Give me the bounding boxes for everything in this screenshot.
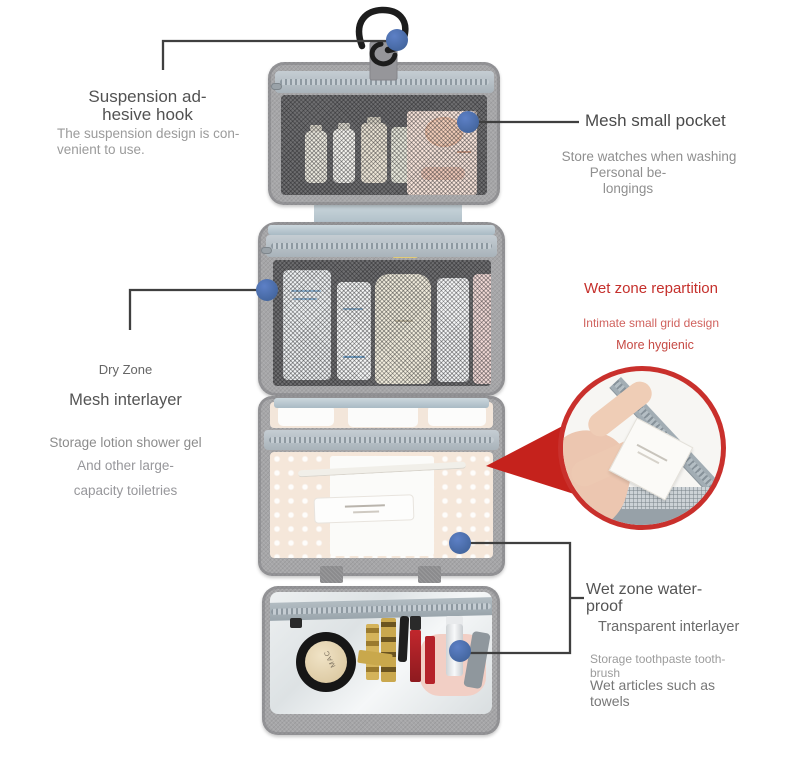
callout-line-dry-zone xyxy=(128,288,267,330)
annotation-mesh-pocket-title: Mesh small pocket xyxy=(585,111,726,130)
cosmetic-pack-bar xyxy=(421,167,465,180)
annotation-title-line: proof xyxy=(586,598,623,616)
bottle-label-print xyxy=(291,290,321,292)
small-bottle xyxy=(333,129,355,183)
annotation-suspension-hook: Suspension ad- hesive hook xyxy=(45,87,250,125)
bottle-label-print xyxy=(293,298,317,300)
red-lipstick xyxy=(410,630,421,682)
pack-print xyxy=(457,151,471,153)
annotation-waterproof-sub: Transparent interlayer xyxy=(598,619,740,635)
shampoo-bottle xyxy=(375,274,431,384)
rolled-towel xyxy=(428,405,486,426)
annotation-wet-repartition-sub1: Intimate small grid design xyxy=(582,316,720,330)
gold-lipstick xyxy=(381,618,396,682)
annotation-dry-zone-title: Mesh interlayer xyxy=(69,391,182,409)
annotation-waterproof-title: Wet zone water- proof xyxy=(586,581,702,615)
annotation-dry-zone-desc2: And other large- xyxy=(77,458,174,473)
bag-section-dry-zone xyxy=(258,222,505,396)
powder-compact-pan: MAC xyxy=(305,641,347,683)
annotation-desc-line: Storage toothpaste tooth- xyxy=(590,652,726,666)
zipper-wet-interlayer xyxy=(264,430,499,450)
toothpaste-tube xyxy=(313,494,415,524)
annotation-title-line: Wet zone water- xyxy=(586,581,703,598)
zipper-pull-icon xyxy=(271,83,282,90)
annotation-wet-repartition-title: Wet zone repartition xyxy=(584,280,718,297)
powder-compact: MAC xyxy=(296,632,356,692)
annotation-desc-line: Personal be- xyxy=(589,165,667,180)
bottle-label-print xyxy=(343,308,363,310)
tube-print xyxy=(344,504,385,508)
zipper-pull-icon xyxy=(290,618,302,628)
annotation-desc-line: The suspension design is con- xyxy=(57,126,240,141)
lipstick-cap xyxy=(410,616,421,630)
mesh-pocket-window xyxy=(281,95,487,195)
red-lipstick xyxy=(425,636,435,684)
annotation-mesh-pocket-desc1: Store watches when washing xyxy=(561,149,737,164)
zipper-top-pocket xyxy=(275,71,494,93)
fabric-tab xyxy=(320,566,343,583)
small-bottle xyxy=(305,131,327,183)
mesh-interlayer-window xyxy=(273,260,491,386)
marker-dot-mesh-pocket xyxy=(457,111,479,133)
zipper-pull-icon xyxy=(261,247,272,254)
annotation-title-line: hesive hook xyxy=(102,105,193,125)
annotation-desc-line: longings xyxy=(602,181,654,197)
zipper-dry-zone xyxy=(266,235,497,257)
bag-section-top-pocket xyxy=(268,62,500,205)
interior-satin xyxy=(274,398,489,408)
annotation-dry-zone-label: Dry Zone xyxy=(98,362,153,377)
cosmetic-pack xyxy=(407,111,477,195)
annotation-waterproof-desc2: Wet articles such as towels xyxy=(590,677,715,709)
annotation-title-line: Suspension ad- xyxy=(88,87,207,106)
pink-bottle xyxy=(473,274,491,384)
lotion-bottle xyxy=(337,282,371,380)
tube-cap xyxy=(446,616,463,626)
bottle-cap xyxy=(367,117,381,124)
compact-brand-label: MAC xyxy=(323,648,338,669)
annotation-suspension-desc: The suspension design is con- venient to… xyxy=(57,126,252,158)
annotation-desc-line: venient to use. xyxy=(57,142,145,158)
lotion-bottle xyxy=(283,270,331,380)
magnifier-circle xyxy=(558,366,726,530)
marker-dot-pouch xyxy=(449,640,471,662)
bottle-cap xyxy=(338,123,350,130)
interior-satin xyxy=(268,225,495,235)
small-bottle xyxy=(361,123,387,183)
annotation-desc-line: brush xyxy=(590,666,621,681)
rolled-towel xyxy=(278,405,334,426)
marker-dot-hook xyxy=(386,29,408,51)
marker-dot-wet-interlayer xyxy=(449,532,471,554)
annotation-desc-line: towels xyxy=(590,693,630,710)
annotation-wet-repartition-sub2: More hygienic xyxy=(616,338,694,352)
annotation-dry-zone-desc1: Storage lotion shower gel xyxy=(49,435,202,450)
annotation-mesh-pocket-desc2: Personal be- longings xyxy=(560,165,696,197)
annotation-desc-line: Wet articles such as xyxy=(590,677,716,693)
annotation-waterproof-desc1: Storage toothpaste tooth- brush xyxy=(590,652,725,681)
annotation-dry-zone-desc3: capacity toiletries xyxy=(73,483,178,498)
fabric-tab xyxy=(418,566,441,583)
mascara xyxy=(397,615,410,663)
bottle-cap xyxy=(310,125,322,132)
tube-print xyxy=(353,510,380,514)
bottle-label-print xyxy=(343,356,365,358)
marker-dot-dry-zone xyxy=(256,279,278,301)
cosmetic-pack-circle xyxy=(425,117,463,147)
lotion-bottle xyxy=(437,278,469,382)
bottle-label-print xyxy=(395,320,413,322)
zoomed-band xyxy=(603,509,721,525)
